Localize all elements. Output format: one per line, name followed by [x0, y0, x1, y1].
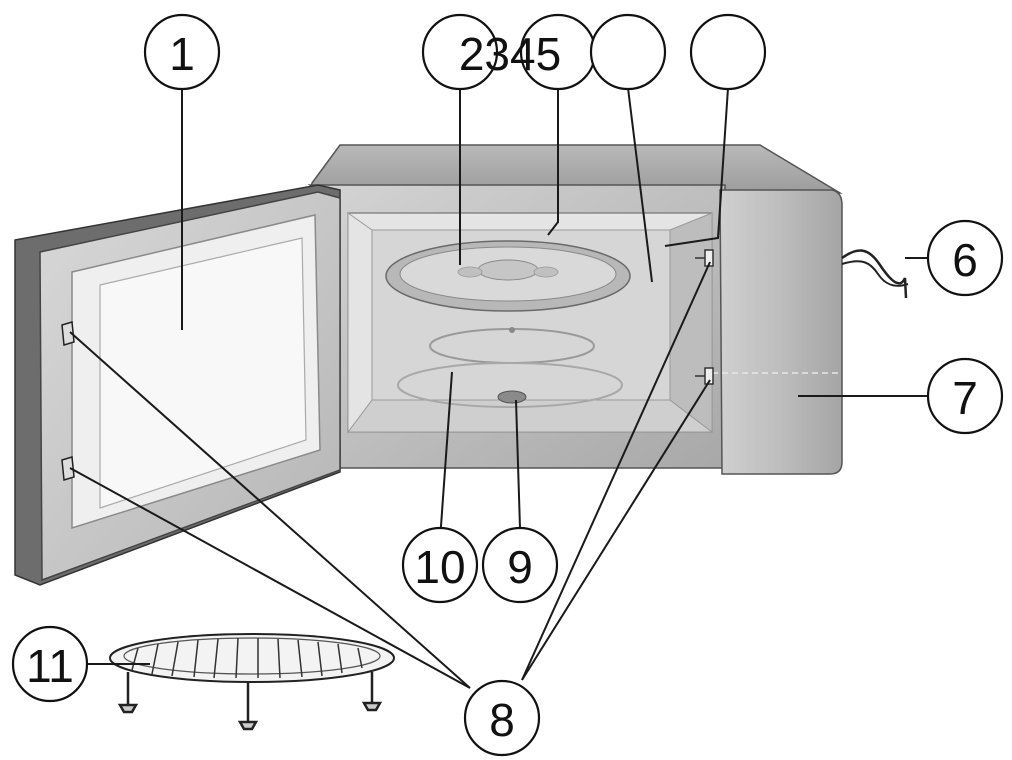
glass-tray	[385, 240, 631, 312]
leader-lines	[69, 87, 928, 689]
callout-2345-label: 2345	[459, 28, 561, 80]
callout-11-label: 11	[26, 640, 74, 692]
microwave-door	[14, 184, 341, 586]
grill-rack	[109, 633, 395, 731]
callout-6: 6	[926, 219, 1004, 297]
door-safety-lock-holes	[695, 249, 714, 385]
callout-9: 9	[481, 526, 559, 604]
callout-9-label: 9	[507, 541, 533, 593]
callout-6-label: 6	[952, 234, 978, 286]
callout-1: 1	[143, 13, 221, 91]
callout-7-label: 7	[952, 372, 978, 424]
callout-1-label: 1	[169, 28, 195, 80]
callout-10: 10	[401, 526, 479, 604]
power-cord	[841, 249, 909, 299]
callout-7: 7	[926, 357, 1004, 435]
callout-2345: 2345	[421, 13, 767, 91]
callout-10-label: 10	[414, 541, 465, 593]
door-hooks	[61, 321, 75, 481]
roller-ring	[397, 327, 623, 408]
callout-8: 8	[463, 679, 541, 757]
turntable-shaft	[497, 390, 527, 404]
callout-8-label: 8	[489, 694, 515, 746]
callout-11: 11	[11, 625, 89, 703]
